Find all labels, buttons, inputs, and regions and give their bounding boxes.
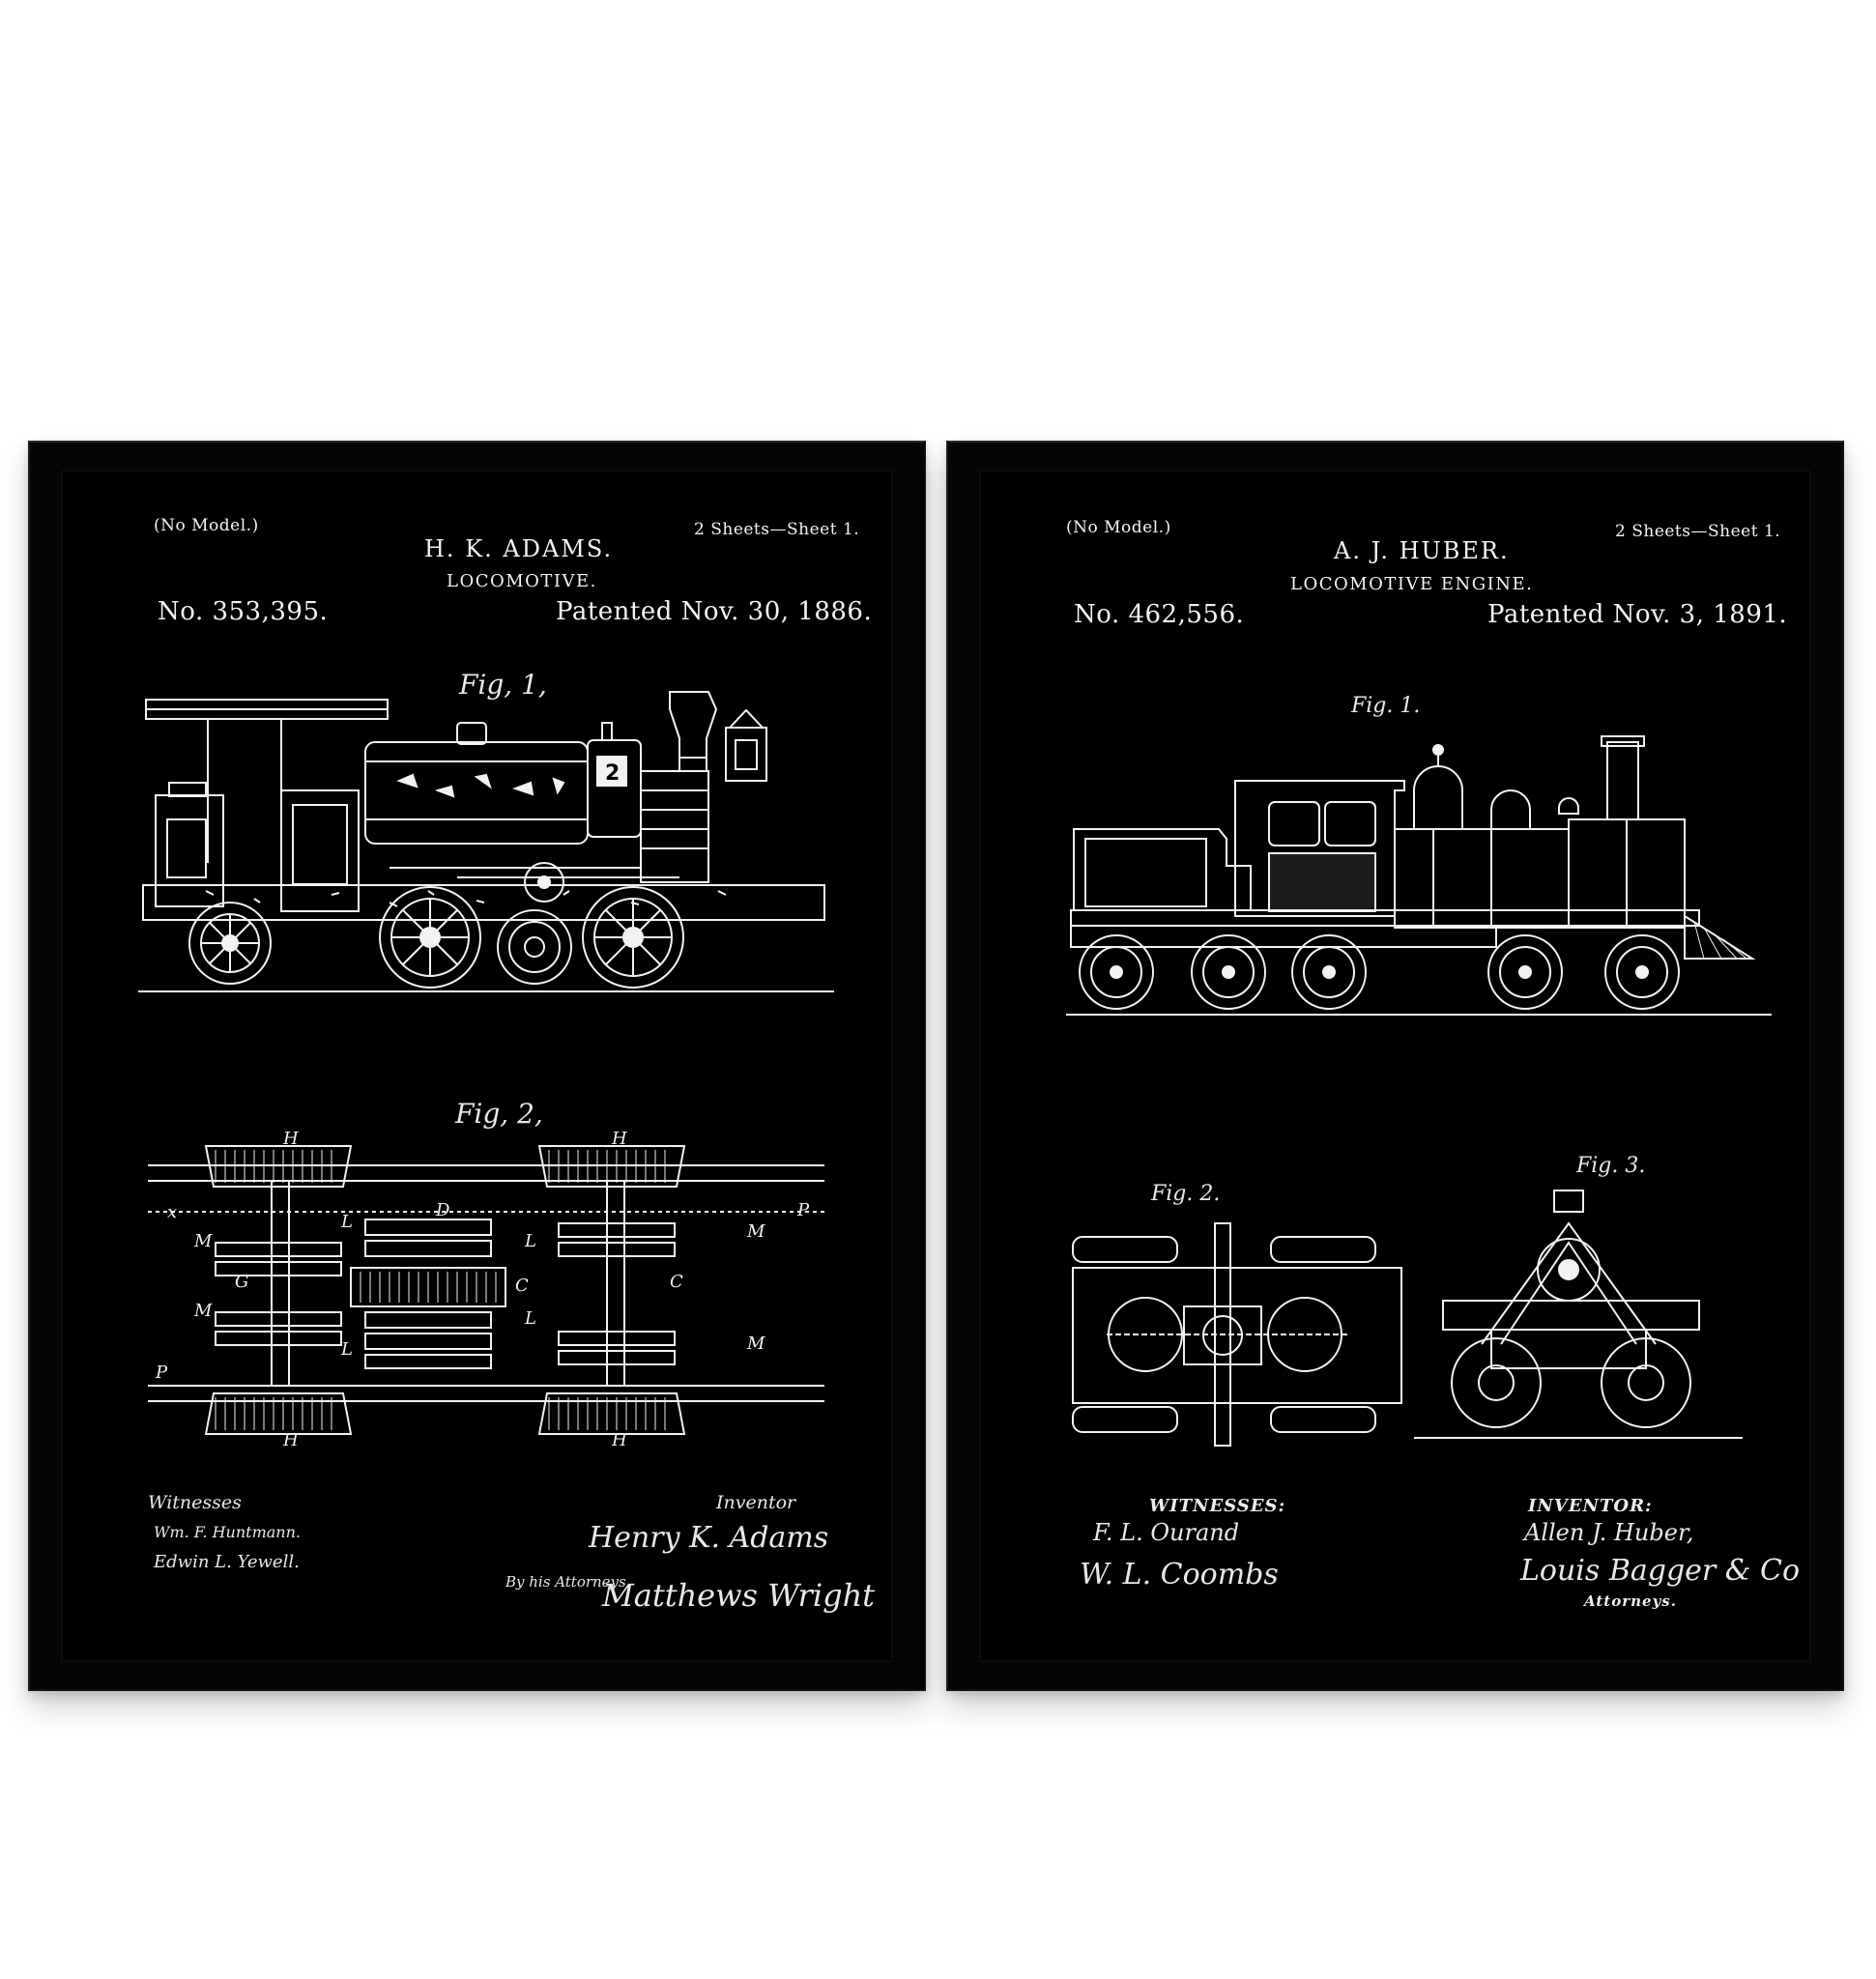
svg-text:L: L bbox=[340, 1339, 353, 1360]
no-model-label: (No Model.) bbox=[154, 516, 259, 535]
svg-text:2: 2 bbox=[605, 761, 620, 786]
locomotive-side-drawing: 2 bbox=[138, 684, 834, 1032]
attorney-signature: Matthews Wright bbox=[602, 1577, 875, 1614]
truck-end-drawing bbox=[1414, 1185, 1743, 1455]
fig3-label: Fig. 3. bbox=[1576, 1154, 1645, 1178]
patent-date: Patented Nov. 3, 1891. bbox=[1487, 600, 1787, 629]
svg-text:C: C bbox=[515, 1276, 529, 1296]
svg-text:H: H bbox=[611, 1129, 627, 1149]
wheel-4 bbox=[1488, 935, 1562, 1009]
attorneys-label: Attorneys. bbox=[1584, 1592, 1677, 1610]
svg-text:P: P bbox=[155, 1362, 168, 1383]
inventor-signature: Allen J. Huber, bbox=[1524, 1519, 1693, 1546]
wheel-2 bbox=[1192, 935, 1265, 1009]
witnesses-label: WITNESSES: bbox=[1149, 1496, 1285, 1516]
patent-date: Patented Nov. 30, 1886. bbox=[556, 597, 872, 626]
svg-text:D: D bbox=[435, 1200, 450, 1220]
svg-text:x: x bbox=[167, 1202, 177, 1222]
patent-title: LOCOMOTIVE. bbox=[447, 571, 597, 591]
svg-text:P: P bbox=[796, 1200, 810, 1220]
inventor-name: A. J. HUBER. bbox=[1334, 537, 1510, 564]
svg-text:G: G bbox=[235, 1272, 248, 1292]
wheel-driver-1 bbox=[380, 887, 480, 988]
sheets-label: 2 Sheets—Sheet 1. bbox=[1615, 522, 1780, 541]
svg-text:M: M bbox=[193, 1231, 213, 1251]
witness-1-signature: Wm. F. Huntmann. bbox=[154, 1523, 301, 1541]
svg-text:H: H bbox=[611, 1430, 627, 1450]
svg-text:L: L bbox=[524, 1308, 536, 1329]
gear-train-drawing: H H H H M M M M P P x D G C C L L bbox=[148, 1127, 824, 1446]
svg-text:L: L bbox=[524, 1231, 536, 1251]
svg-text:M: M bbox=[746, 1221, 765, 1242]
sheets-label: 2 Sheets—Sheet 1. bbox=[694, 520, 859, 539]
no-model-label: (No Model.) bbox=[1066, 518, 1171, 537]
frame-left: (No Model.) 2 Sheets—Sheet 1. H. K. ADAM… bbox=[28, 441, 926, 1691]
svg-text:C: C bbox=[670, 1272, 683, 1292]
witness-2-signature: W. L. Coombs bbox=[1080, 1558, 1279, 1592]
attorney-signature: Louis Bagger & Co bbox=[1520, 1554, 1800, 1588]
witness-1-signature: F. L. Ourand bbox=[1093, 1519, 1239, 1546]
gear-center bbox=[498, 910, 571, 984]
wheel-rear bbox=[189, 903, 271, 984]
inventor-name: H. K. ADAMS. bbox=[424, 535, 613, 562]
patent-title: LOCOMOTIVE ENGINE. bbox=[1290, 574, 1533, 594]
svg-text:M: M bbox=[746, 1334, 765, 1354]
fig1-label: Fig. 1. bbox=[1351, 694, 1420, 718]
inventor-signature: Henry K. Adams bbox=[589, 1521, 828, 1555]
patent-number: No. 462,556. bbox=[1074, 600, 1244, 629]
wheel-5 bbox=[1605, 935, 1679, 1009]
svg-text:L: L bbox=[340, 1212, 353, 1232]
svg-text:H: H bbox=[282, 1129, 299, 1149]
inventor-label: Inventor bbox=[716, 1492, 795, 1513]
wheel-3 bbox=[1292, 935, 1366, 1009]
fig2-label: Fig. 2. bbox=[1151, 1182, 1220, 1206]
patent-number: No. 353,395. bbox=[158, 597, 328, 626]
fig2-label: Fig, 2, bbox=[455, 1098, 543, 1130]
witnesses-label: Witnesses bbox=[148, 1492, 242, 1513]
svg-text:M: M bbox=[193, 1301, 213, 1321]
wheel-driver-2 bbox=[583, 887, 683, 988]
wheel-1 bbox=[1080, 935, 1153, 1009]
locomotive-engine-drawing bbox=[1066, 723, 1772, 1022]
inventor-label: INVENTOR: bbox=[1528, 1496, 1653, 1516]
witness-2-signature: Edwin L. Yewell. bbox=[154, 1552, 300, 1572]
truck-plan-drawing bbox=[1068, 1223, 1406, 1446]
svg-text:H: H bbox=[282, 1430, 299, 1450]
poster-huber: (No Model.) 2 Sheets—Sheet 1. A. J. HUBE… bbox=[979, 470, 1811, 1662]
frame-right: (No Model.) 2 Sheets—Sheet 1. A. J. HUBE… bbox=[946, 441, 1844, 1691]
poster-adams: (No Model.) 2 Sheets—Sheet 1. H. K. ADAM… bbox=[61, 470, 893, 1662]
